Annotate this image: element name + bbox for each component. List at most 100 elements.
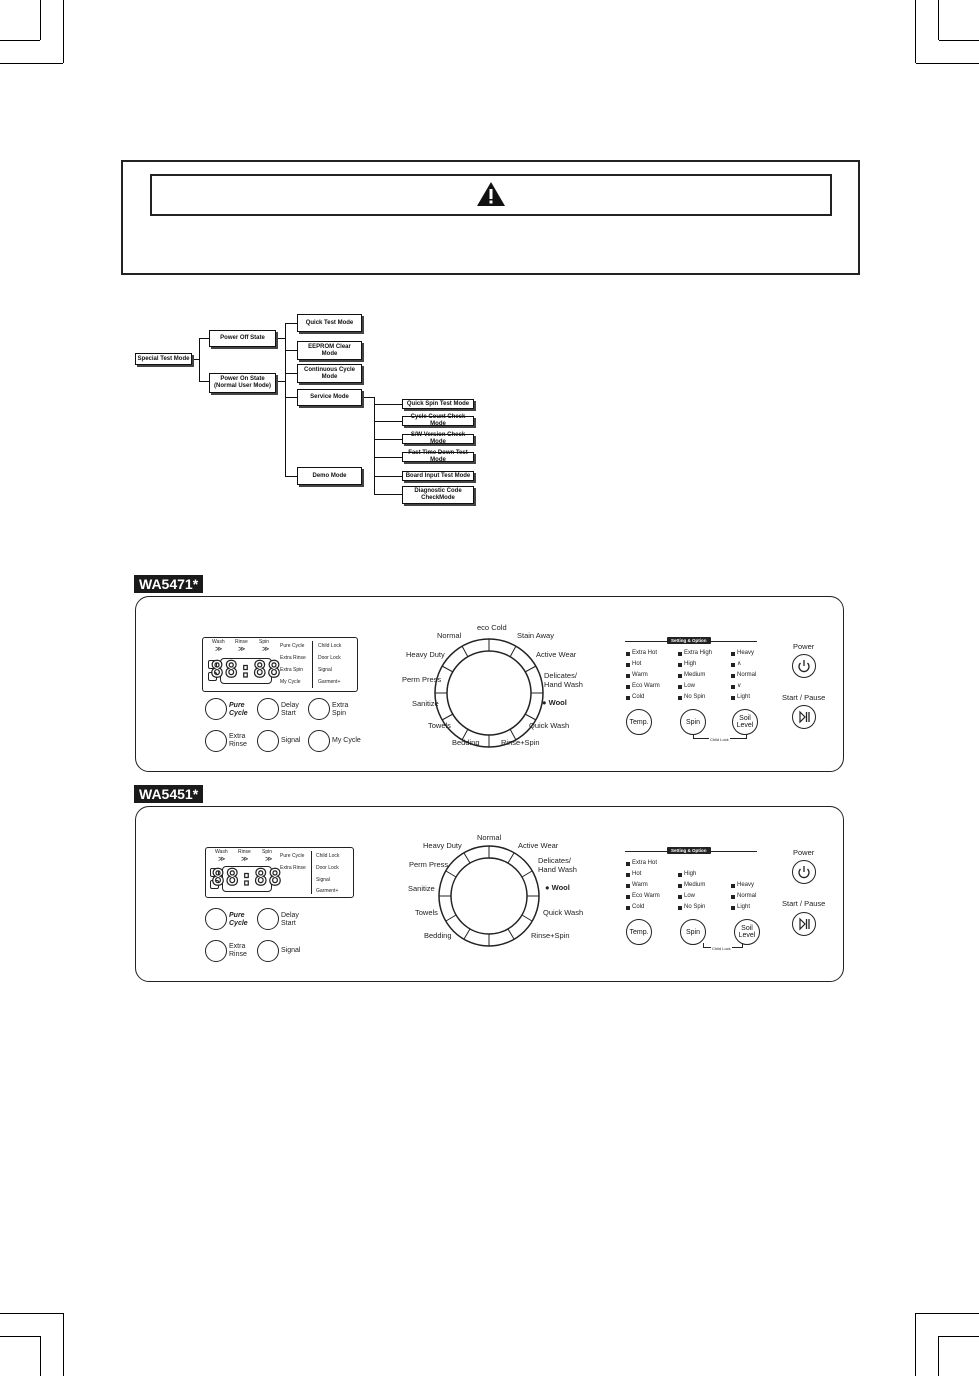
power-button[interactable] (792, 654, 816, 678)
option-extra-hot: Extra Hot (632, 650, 658, 656)
power-icon (798, 660, 810, 673)
option-led (678, 685, 682, 689)
dial-rinse-spin[interactable]: Rinse+Spin (501, 738, 540, 747)
signal-button[interactable] (257, 940, 279, 962)
dial-perm-press[interactable]: Perm Press (409, 860, 449, 869)
temp-button[interactable]: Temp. (626, 919, 652, 945)
spin-button[interactable]: Spin (680, 919, 706, 945)
delay-start-button[interactable] (257, 908, 279, 930)
option-high: High (684, 871, 697, 877)
warning-icon (477, 182, 505, 206)
dial-delicates-hand-wash[interactable]: Delicates/Hand Wash (538, 856, 577, 874)
flow-continuous-line1: Continuous Cycle (303, 366, 355, 373)
cycle-selector-dial[interactable] (433, 637, 545, 749)
clock-icon (210, 868, 219, 877)
indicator-pure-cycle: Pure Cycle (280, 853, 305, 859)
dial-heavy-duty[interactable]: Heavy Duty (406, 650, 445, 659)
my-cycle-label: My Cycle (332, 737, 361, 744)
start-pause-button[interactable] (792, 705, 816, 729)
option-led (731, 674, 735, 678)
dial-quick-wash[interactable]: Quick Wash (543, 908, 584, 917)
power-label: Power (793, 642, 815, 651)
indicator-extra-rinse: Extra Rinse (280, 655, 306, 661)
chevron-icon: ≫ (265, 856, 273, 863)
temp-button[interactable]: Temp. (626, 709, 652, 735)
dial-active-wear[interactable]: Active Wear (518, 841, 559, 850)
dial-quick-wash[interactable]: Quick Wash (529, 721, 570, 730)
dial-wool[interactable]: ● Wool (545, 883, 570, 892)
flow-fast-time-down-test-mode: Fast Time Down Test Mode (402, 450, 474, 463)
signal-label: Signal (281, 947, 301, 954)
pure-cycle-button[interactable] (205, 698, 227, 720)
option-led (731, 685, 735, 689)
crop-mark (916, 63, 979, 64)
option-led (626, 685, 630, 689)
option-warm: Warm (632, 672, 648, 678)
flow-eeprom-line2: Mode (321, 350, 338, 357)
display-rinse-label: Rinse (235, 639, 248, 645)
dial-perm-press[interactable]: Perm Press (402, 675, 442, 684)
dial-wool[interactable]: ● Wool (542, 698, 567, 707)
option-led (731, 906, 735, 910)
display-panel (205, 847, 354, 898)
crop-mark (0, 40, 40, 41)
model-tag-wa5471: WA5471* (134, 575, 204, 593)
time-display-digits: 88:88 (210, 658, 282, 684)
child-lock-label: Child Lock (711, 946, 732, 951)
dial-bedding[interactable]: Bedding (452, 738, 480, 747)
option-high: High (684, 661, 697, 667)
dial-rinse-spin[interactable]: Rinse+Spin (531, 931, 570, 940)
dial-sanitize[interactable]: Sanitize (408, 884, 435, 893)
dial-active-wear[interactable]: Active Wear (536, 650, 577, 659)
flow-diag-line1: Diagnostic Code (414, 488, 462, 494)
time-display-digits: 88:88 (211, 866, 283, 892)
indicator-signal: Signal (318, 667, 332, 673)
dial-bedding[interactable]: Bedding (424, 931, 452, 940)
option-heavy: Heavy (737, 882, 755, 888)
extra-rinse-button[interactable] (205, 730, 227, 752)
play-pause-icon (799, 917, 810, 931)
option-no-spin: No Spin (684, 904, 706, 910)
dial-sanitize[interactable]: Sanitize (412, 699, 439, 708)
crop-mark (63, 0, 64, 63)
indicator-signal: Signal (316, 877, 330, 883)
dial-stain-away[interactable]: Stain Away (517, 631, 554, 640)
extra-spin-button[interactable] (308, 698, 330, 720)
power-button[interactable] (792, 860, 816, 884)
dial-delicates-hand-wash[interactable]: Delicates/Hand Wash (544, 671, 583, 689)
wool-icon: ● (545, 883, 550, 892)
option-led (678, 652, 682, 656)
dial-towels[interactable]: Towels (415, 908, 438, 917)
eco-icon: eco (477, 623, 490, 632)
option-led (626, 652, 630, 656)
crop-mark (0, 1313, 63, 1314)
crop-mark (0, 63, 63, 64)
option-led (626, 663, 630, 667)
option-medium: Medium (684, 882, 706, 888)
dial-normal[interactable]: Normal (477, 833, 502, 842)
dial-normal[interactable]: Normal (437, 631, 462, 640)
option-low: Low (684, 683, 696, 689)
indicator-garment-plus: Garment+ (316, 888, 339, 894)
extra-rinse-button[interactable] (205, 940, 227, 962)
delay-start-button[interactable] (257, 698, 279, 720)
dial-towels[interactable]: Towels (428, 721, 451, 730)
start-pause-button[interactable] (792, 912, 816, 936)
my-cycle-button[interactable] (308, 730, 330, 752)
start-pause-label: Start / Pause (782, 693, 826, 702)
pure-cycle-button[interactable] (205, 908, 227, 930)
spin-button[interactable]: Spin (680, 709, 706, 735)
signal-button[interactable] (257, 730, 279, 752)
dial-eco-cold[interactable]: eco Cold (477, 623, 507, 632)
crop-mark (939, 1336, 979, 1337)
play-pause-icon (799, 710, 810, 724)
cycle-selector-dial[interactable] (437, 844, 541, 948)
dial-heavy-duty[interactable]: Heavy Duty (423, 841, 462, 850)
crop-mark (938, 0, 939, 40)
option-normal: Normal (737, 893, 757, 899)
clock-icon (208, 660, 217, 669)
